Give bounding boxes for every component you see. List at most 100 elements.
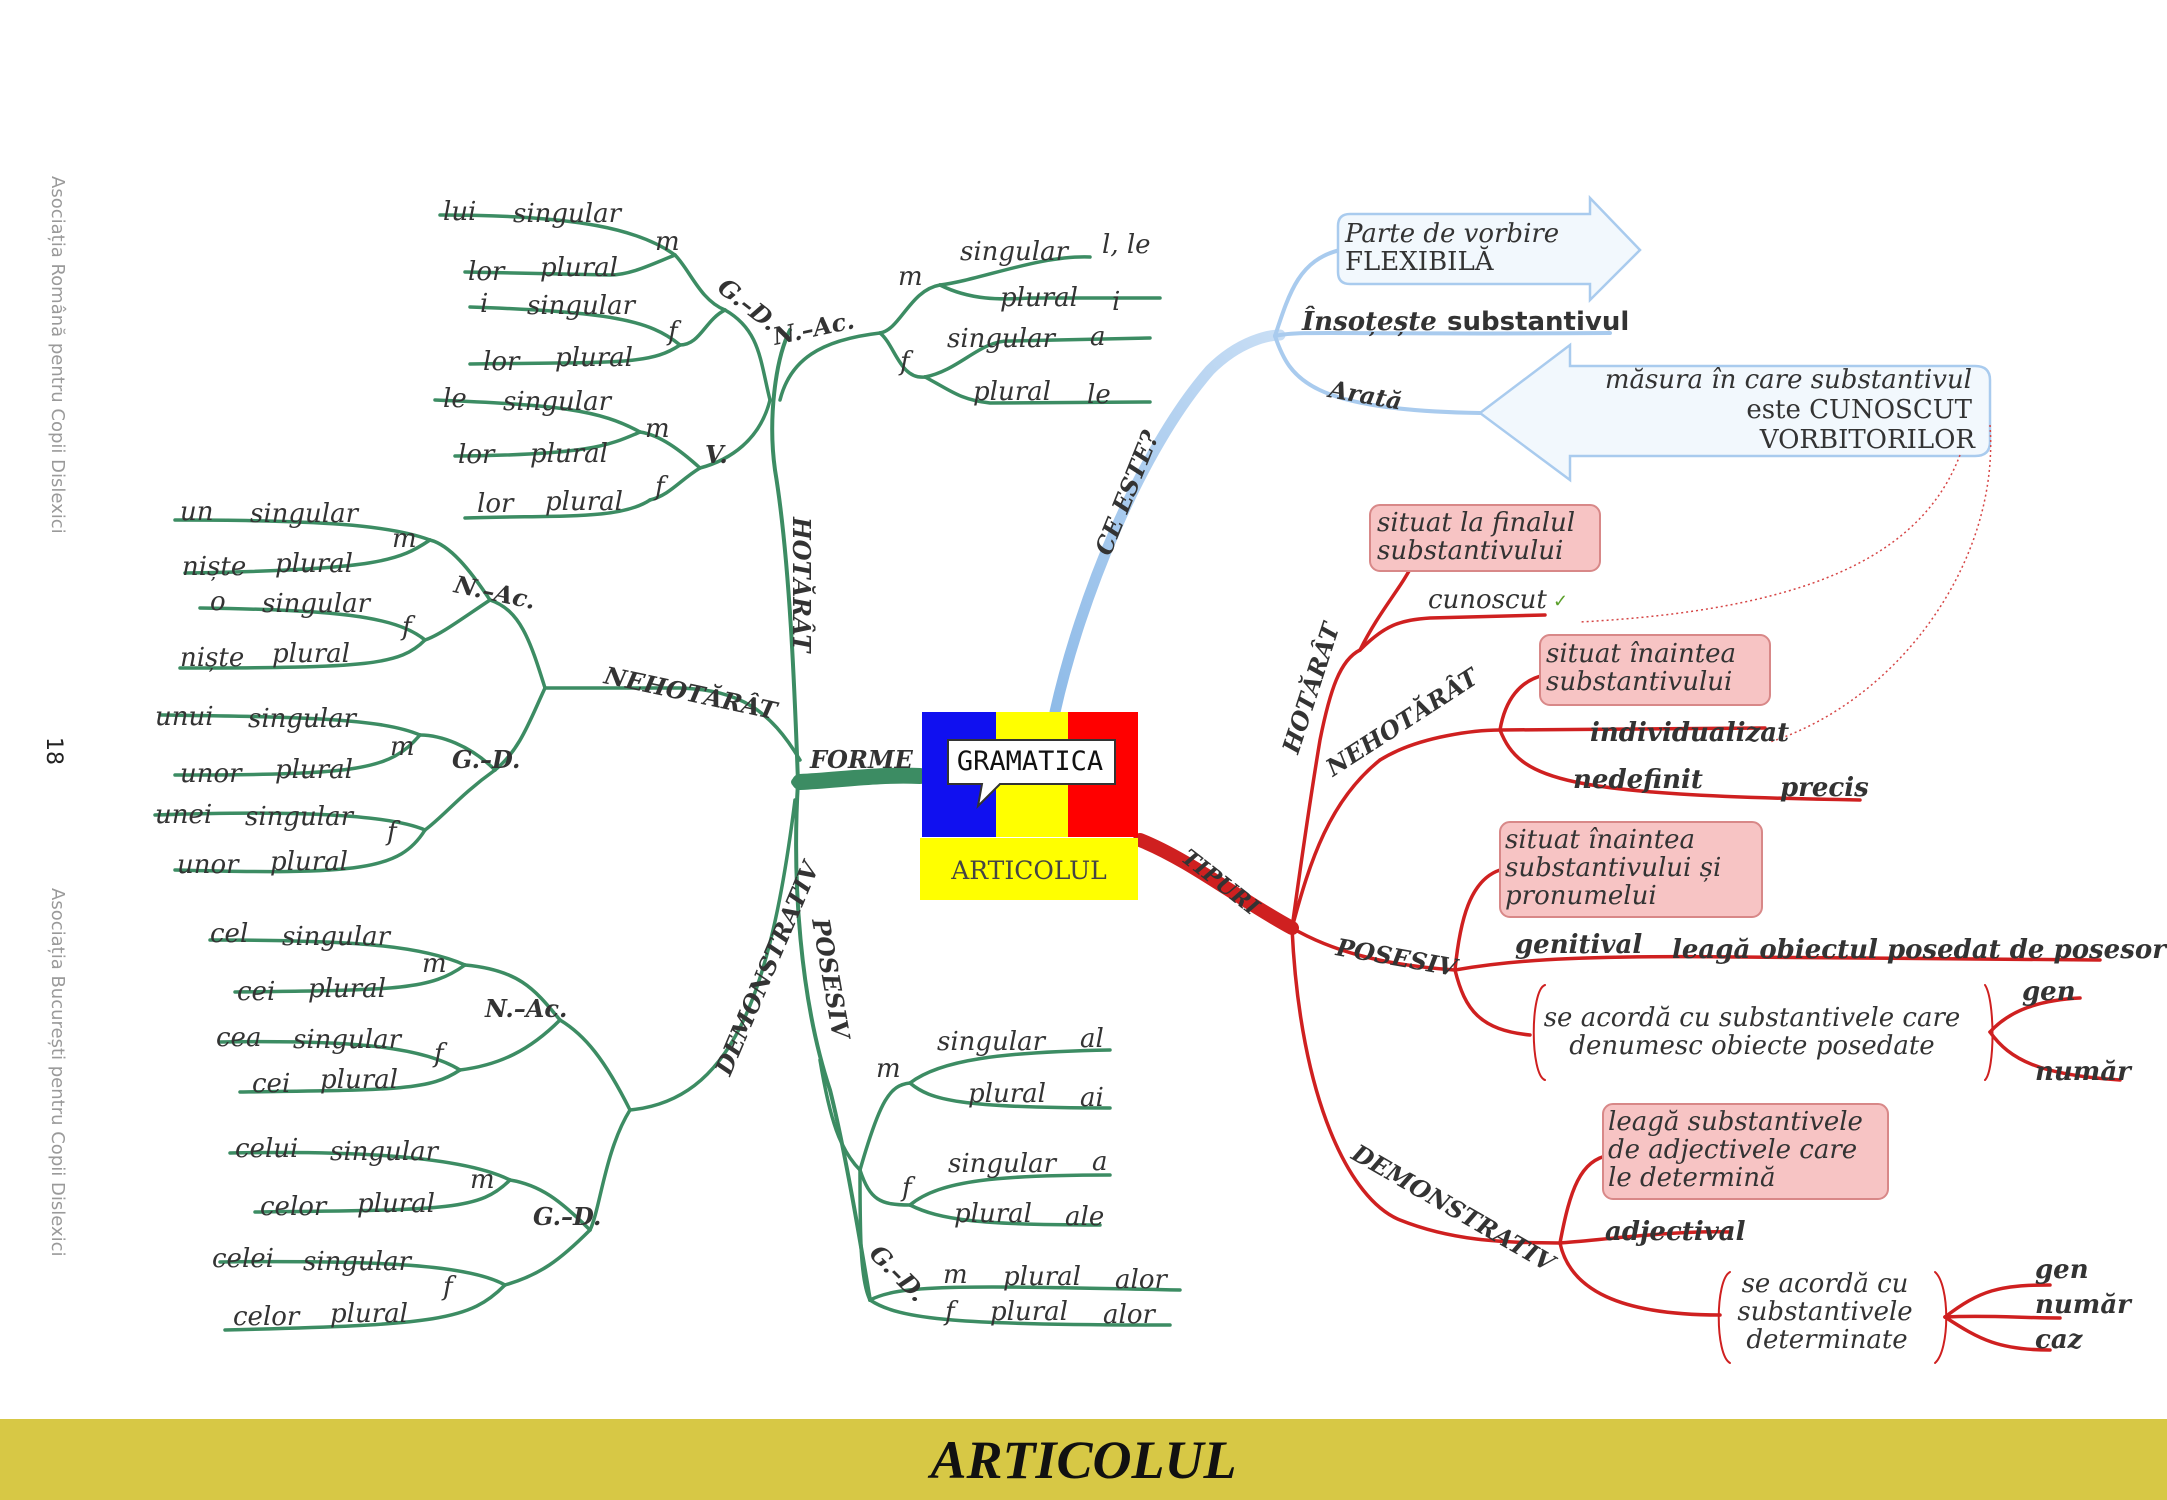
note-adjectivele-box xyxy=(1602,1103,1889,1200)
tipuri-posesiv-gen: gen xyxy=(2022,977,2076,1007)
note-finalul-box xyxy=(1369,504,1601,572)
hotarat-v-f-plural: plural xyxy=(545,487,623,517)
posesiv-f-plural: plural xyxy=(954,1199,1032,1229)
hotarat-gd-f-plural-val: lor xyxy=(483,347,521,377)
demonstrativ-gd-m-singular: singular xyxy=(330,1137,440,1167)
posesiv-m-singular-val: al xyxy=(1080,1024,1104,1054)
tipuri-branches xyxy=(1133,558,2122,1364)
posesiv-gd-m-plural: plural xyxy=(1003,1262,1081,1292)
tipuri-posesiv-acord2: denumesc obiecte posedate xyxy=(1569,1031,1934,1061)
posesiv-f-singular: singular xyxy=(948,1149,1058,1179)
tipuri-demonstrativ-note2: de adjectivele care xyxy=(1608,1135,1857,1165)
posesiv-f-plural-val: ale xyxy=(1065,1202,1104,1232)
arata-label: Arată xyxy=(1325,374,1404,416)
center-node xyxy=(920,712,1138,900)
tipuri-nehotarat-note2: substantivului xyxy=(1546,667,1732,697)
demonstrativ-nac-f-plural: plural xyxy=(320,1065,398,1095)
posesiv-m-plural: plural xyxy=(968,1079,1046,1109)
demonstrativ-gd-f-plural: plural xyxy=(330,1299,408,1329)
tipuri-hotarat-label: HOTĂRÂT xyxy=(1276,617,1346,758)
posesiv-gd-m-val: alor xyxy=(1115,1265,1168,1295)
posesiv-f-singular-val: a xyxy=(1092,1147,1108,1177)
check-icon: ✓ xyxy=(1553,591,1568,612)
ce-este-branches xyxy=(1049,248,1612,718)
substantivul-label: substantivul xyxy=(1447,307,1629,337)
tipuri-nedefinit: nedefinit xyxy=(1573,765,1703,795)
demonstrativ-nac-label: N.–Ac. xyxy=(484,994,567,1023)
hotarat-v-m-plural-val: lor xyxy=(458,440,496,470)
tipuri-posesiv-label: POSESIV xyxy=(1333,932,1461,982)
demonstrativ-nac-m-singular-val: cel xyxy=(210,919,248,949)
nehotarat-nac-m-plural: plural xyxy=(275,549,353,579)
hotarat-v-m-singular-val: le xyxy=(443,384,467,414)
tipuri-individualizat: individualizat xyxy=(1590,718,1789,748)
demonstrativ-gd-m: m xyxy=(470,1165,495,1195)
hotarat-v-m: m xyxy=(645,414,670,444)
nehotarat-nac-f: f xyxy=(400,612,416,642)
hotarat-gd-f-singular: singular xyxy=(527,291,637,321)
masura-line1: măsura în care substantivul xyxy=(1605,365,1972,395)
hotarat-v-f-plural-val: lor xyxy=(477,489,515,519)
demonstrativ-label: DEMONSTRATIV xyxy=(708,855,825,1080)
nehotarat-nac-m-singular-val: un xyxy=(180,497,214,527)
hotarat-nac-f-singular: singular xyxy=(947,324,1057,354)
hotarat-nac-m: m xyxy=(898,262,923,292)
speech-bubble xyxy=(947,739,1116,809)
tipuri-precis: precis xyxy=(1780,773,1869,803)
articolul-banner xyxy=(920,838,1138,900)
posesiv-f: f xyxy=(900,1173,916,1203)
demonstrativ-gd-m-singular-val: celui xyxy=(235,1134,298,1164)
nehotarat-nac-m-plural-val: niște xyxy=(182,552,246,582)
demonstrativ-gd-f-plural-val: celor xyxy=(233,1302,301,1332)
tipuri-leaga: leagă obiectul posedat de posesor xyxy=(1672,935,2167,965)
nehotarat-nac-m-singular: singular xyxy=(250,499,360,529)
posesiv-gd-f-plural: plural xyxy=(990,1297,1068,1327)
demonstrativ-nac-f-singular-val: cea xyxy=(216,1023,261,1053)
mind-map: GRAMATICA ARTICOLUL FORME HOTĂRÂT N.–Ac.… xyxy=(153,194,2167,1364)
nehotarat-nac-f-plural: plural xyxy=(272,639,350,669)
hotarat-nac-m-plural-val: i xyxy=(1112,287,1120,317)
forme-label: FORME xyxy=(809,745,913,774)
center-articolul: ARTICOLUL xyxy=(950,856,1107,885)
tipuri-nehotarat-label: NEHOTĂRÂT xyxy=(1320,661,1486,783)
masura-line2: este CUNOSCUT xyxy=(1746,395,1972,425)
nehotarat-gd-m: m xyxy=(390,732,415,762)
hotarat-nac-m-plural: plural xyxy=(1000,283,1078,313)
tipuri-demonstrativ-caz: caz xyxy=(2035,1325,2084,1355)
masura-arrow xyxy=(1477,342,1992,483)
hotarat-nac-f-plural: plural xyxy=(973,377,1051,407)
individualizat-connector xyxy=(1769,424,1992,743)
tipuri-adjectival: adjectival xyxy=(1605,1217,1746,1247)
cunoscut-connector xyxy=(1579,454,1961,623)
hotarat-gd-m-singular: singular xyxy=(513,199,623,229)
tipuri-posesiv-note2: substantivului și xyxy=(1505,853,1721,883)
tipuri-label: TIPURI xyxy=(1176,844,1264,921)
hotarat-gd-f-singular-val: i xyxy=(480,289,488,319)
nehotarat-gd-m-plural-val: unor xyxy=(180,759,243,789)
note-pronumelui-box xyxy=(1499,821,1763,918)
tipuri-demonstrativ-note3: le determină xyxy=(1608,1163,1775,1193)
nehotarat-gd-m-plural: plural xyxy=(275,755,353,785)
parte-line2: FLEXIBILĂ xyxy=(1345,245,1495,277)
insoteste-label: Însoțește xyxy=(1301,305,1437,337)
nehotarat-nac-f-singular-val: o xyxy=(210,587,226,617)
hotarat-v-m-plural: plural xyxy=(530,439,608,469)
nehotarat-gd-f-singular-val: unei xyxy=(155,800,212,830)
tipuri-demonstrativ-acord3: determinate xyxy=(1746,1325,1907,1355)
nehotarat-gd-label: G.–D. xyxy=(452,745,520,774)
hotarat-gd-m-plural: plural xyxy=(540,253,618,283)
hotarat-gd-m: m xyxy=(655,227,680,257)
footer-title: ARTICOLUL xyxy=(930,1429,1237,1490)
demonstrativ-gd-m-plural: plural xyxy=(357,1189,435,1219)
hotarat-label: HOTĂRÂT xyxy=(787,516,816,654)
parte-line1: Parte de vorbire xyxy=(1344,219,1559,249)
demonstrativ-nac-f-singular: singular xyxy=(293,1025,403,1055)
hotarat-gd-label: G.–D. xyxy=(712,272,784,337)
hotarat-gd-m-plural-val: lor xyxy=(468,257,506,287)
nehotarat-gd-f-singular: singular xyxy=(245,802,355,832)
hotarat-gd-m-singular-val: lui xyxy=(443,197,476,227)
nehotarat-gd-f-plural-val: unor xyxy=(177,850,240,880)
tipuri-demonstrativ-acord1: se acordă cu xyxy=(1742,1269,1909,1299)
posesiv-m-plural-val: ai xyxy=(1080,1083,1104,1113)
nehotarat-gd-m-singular: singular xyxy=(248,704,358,734)
